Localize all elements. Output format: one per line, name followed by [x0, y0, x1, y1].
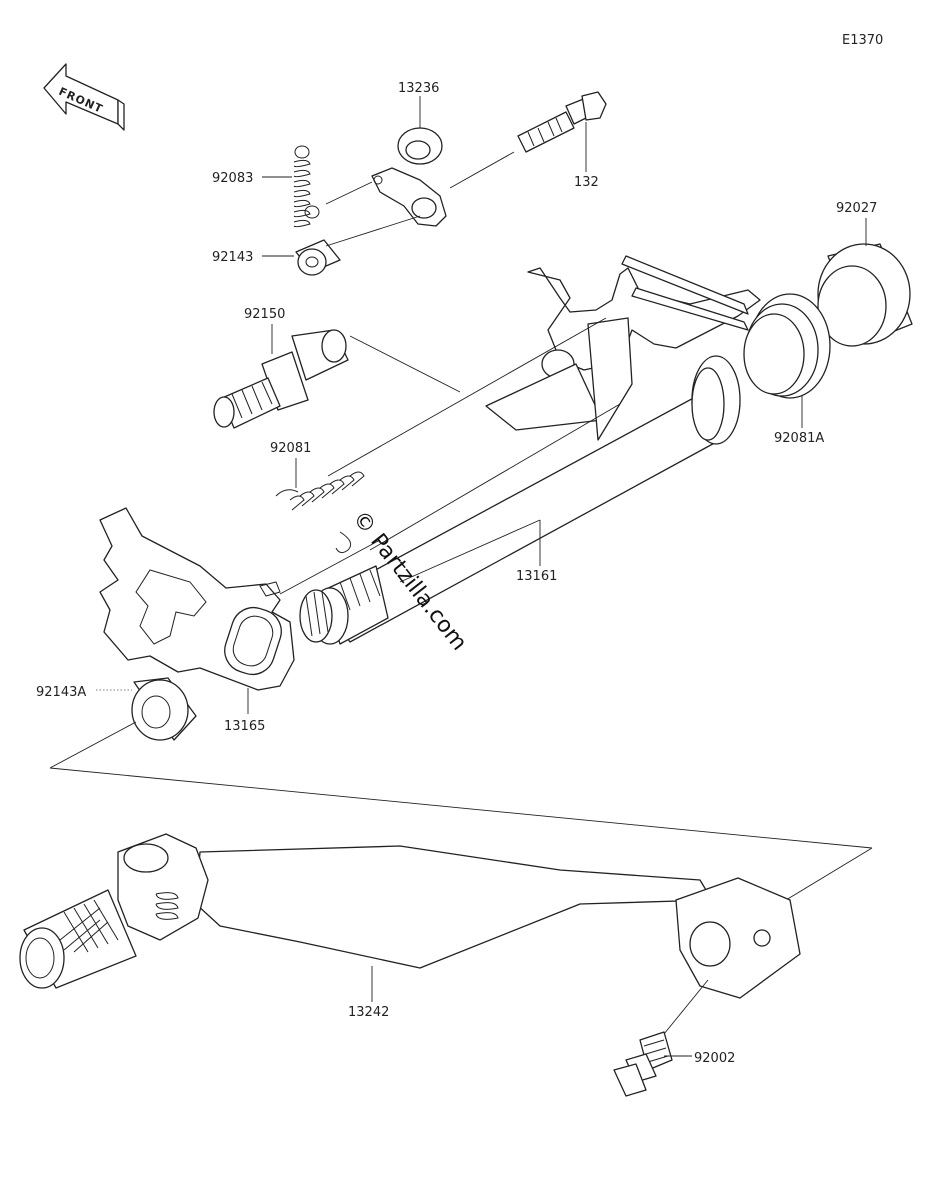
shift-pedal-13242-part[interactable] — [19, 833, 801, 999]
return-spring-part[interactable] — [293, 145, 320, 228]
stud-92150-part[interactable] — [213, 329, 349, 429]
part-number-92027[interactable]: 92027 — [836, 201, 877, 216]
part-number-92143[interactable]: 92143 — [212, 250, 253, 265]
part-number-13236[interactable]: 13236 — [398, 81, 439, 96]
bushing-92027-part[interactable] — [817, 243, 913, 347]
part-number-13161[interactable]: 13161 — [516, 569, 557, 584]
part-number-92143A[interactable]: 92143A — [36, 685, 86, 700]
part-number-132[interactable]: 132 — [574, 175, 599, 190]
part-number-92081A[interactable]: 92081A — [774, 431, 824, 446]
part-number-92002[interactable]: 92002 — [694, 1051, 735, 1066]
front-arrow-icon: FRONT — [43, 63, 125, 131]
part-number-13242[interactable]: 13242 — [348, 1005, 389, 1020]
bolt-92002-part[interactable] — [613, 1031, 673, 1097]
diagram-code: E1370 — [842, 33, 883, 48]
spring-92081-part[interactable] — [275, 471, 365, 554]
stopper-lever-part[interactable] — [371, 127, 447, 227]
torsion-spring-92081A-part[interactable] — [743, 293, 831, 399]
washer-92143A-part[interactable] — [131, 677, 197, 741]
shift-plate-13165-part[interactable] — [99, 507, 295, 691]
part-number-92081[interactable]: 92081 — [270, 441, 311, 456]
part-number-92150[interactable]: 92150 — [244, 307, 285, 322]
part-number-13165[interactable]: 13165 — [224, 719, 265, 734]
collar-92143-part[interactable] — [295, 239, 341, 276]
bolt-132-part[interactable] — [517, 91, 607, 153]
shift-shaft-part[interactable] — [299, 255, 761, 645]
part-number-92083[interactable]: 92083 — [212, 171, 253, 186]
